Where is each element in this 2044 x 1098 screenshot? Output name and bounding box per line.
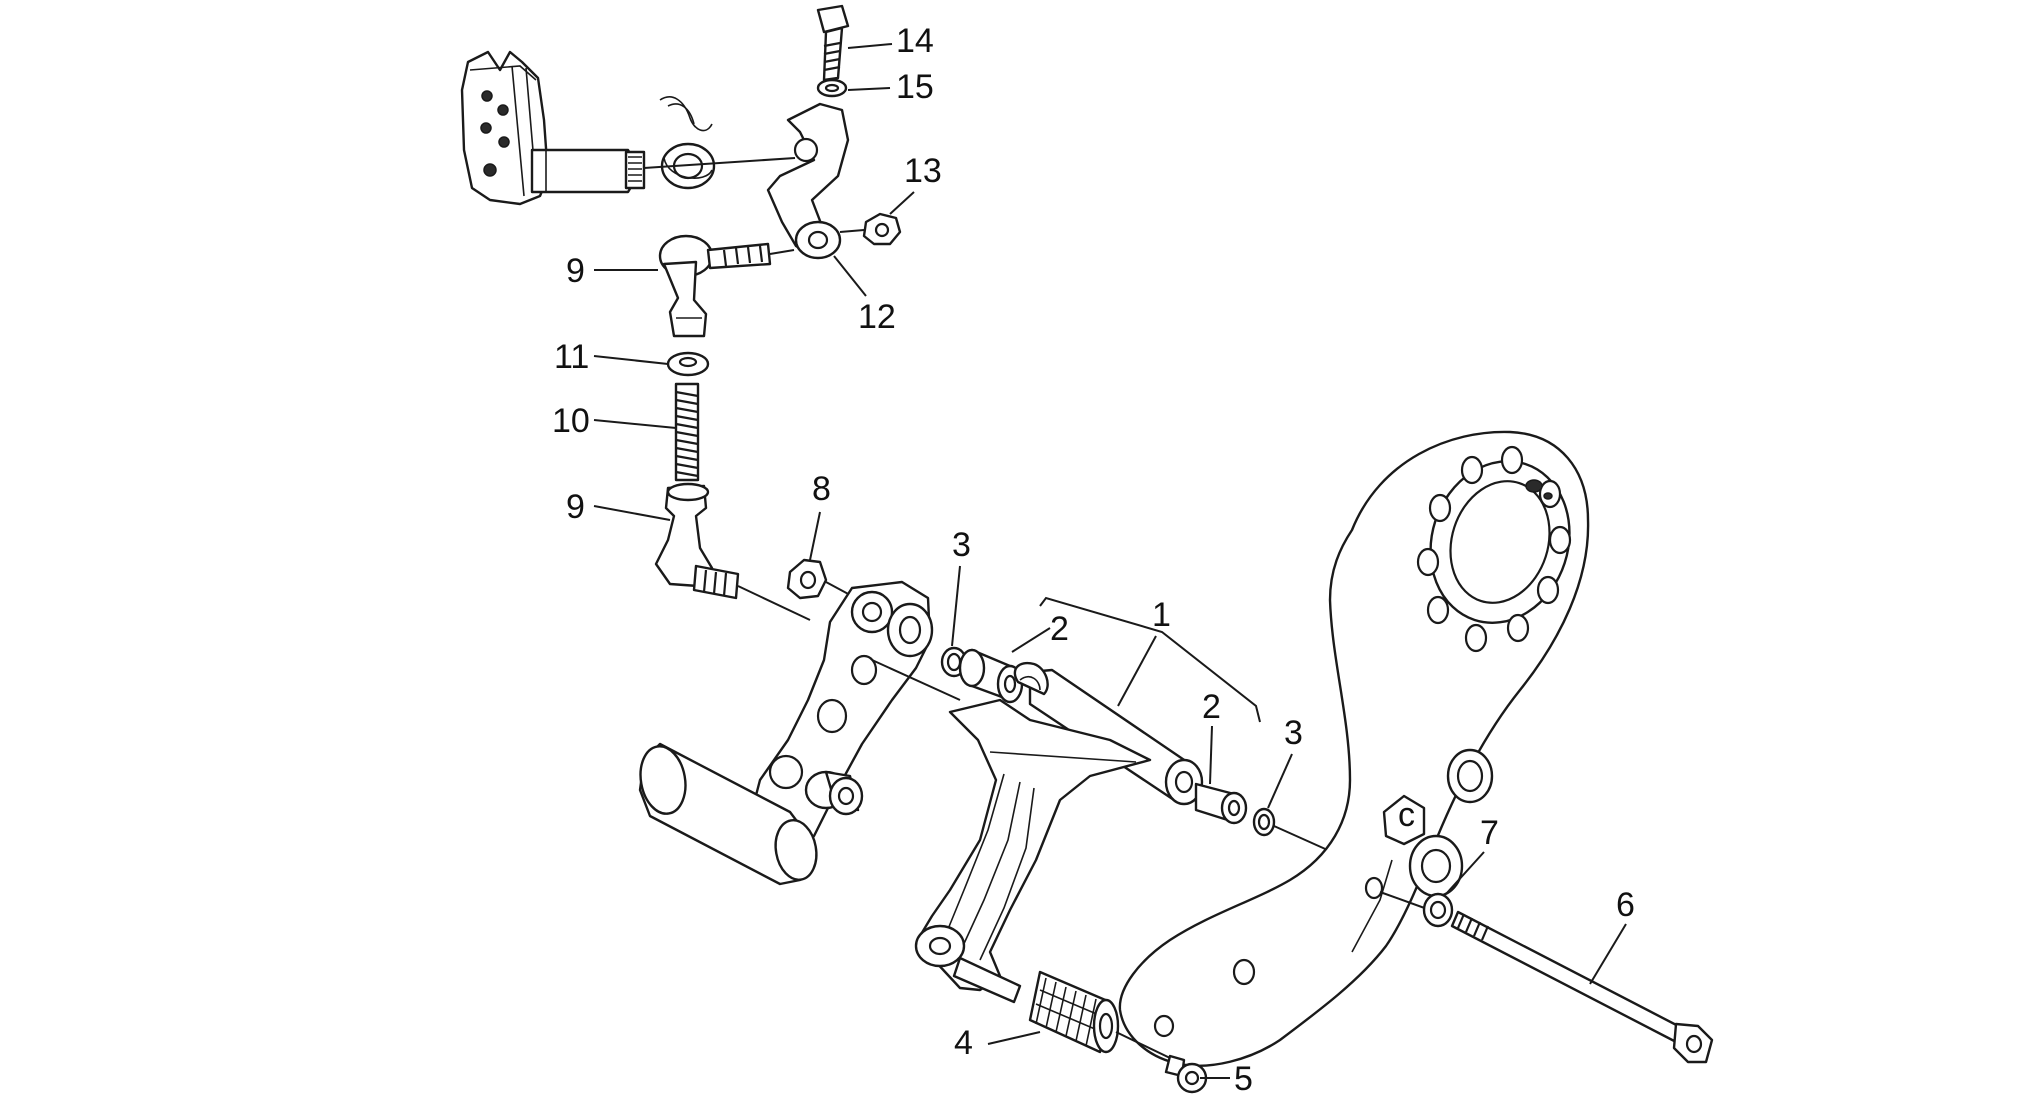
bolt-5 <box>1115 1031 1208 1094</box>
callout-2-left: 2 <box>1050 610 1069 648</box>
nut-11 <box>666 351 710 377</box>
nut-13 <box>839 212 902 246</box>
footrest-bracket: c <box>1118 430 1590 1067</box>
bolt-14 <box>816 4 850 82</box>
ball-joint-lower <box>654 482 811 621</box>
nut-8 <box>786 558 853 600</box>
callout-4: 4 <box>954 1024 973 1062</box>
callout-14: 14 <box>896 22 934 60</box>
callout-3-left: 3 <box>952 526 971 564</box>
spring-clip <box>659 96 716 190</box>
callout-5: 5 <box>1234 1060 1253 1098</box>
shift-lever-plate <box>746 580 934 858</box>
washer-15 <box>816 78 848 98</box>
callout-6: 6 <box>1616 886 1635 924</box>
callout-2-right: 2 <box>1202 688 1221 726</box>
callout-15: 15 <box>896 68 934 106</box>
ball-joint-upper <box>658 234 795 338</box>
gearbox-shift-shaft <box>460 50 646 206</box>
leader-lines <box>593 43 1627 1079</box>
bushing-2-right <box>1194 782 1248 825</box>
callout-8: 8 <box>812 470 831 508</box>
callout-12: 12 <box>858 298 896 336</box>
bushing-2-left <box>958 648 1024 704</box>
threaded-rod-10 <box>674 382 700 482</box>
gear-lever-main-1 <box>914 661 1204 1004</box>
group-bracket-1 <box>1039 596 1261 723</box>
footpeg-rubber-4 <box>1028 970 1120 1054</box>
callout-9-upper: 9 <box>566 252 585 290</box>
callout-1: 1 <box>1152 596 1171 634</box>
bolt-6 <box>1450 910 1714 1064</box>
callout-10: 10 <box>552 402 590 440</box>
callout-11: 11 <box>554 338 589 376</box>
footpeg-cylinder <box>638 742 818 886</box>
svg-text:c: c <box>1398 796 1415 834</box>
callout-9-lower: 9 <box>566 488 585 526</box>
callout-7: 7 <box>1480 814 1499 852</box>
callout-labels: 14 15 13 12 9 11 10 9 8 3 2 1 2 3 7 6 4 … <box>552 22 1635 1098</box>
callout-3-right: 3 <box>1284 714 1303 752</box>
washer-3-right <box>1252 807 1333 853</box>
gear-shift-arm <box>766 102 850 260</box>
washer-7 <box>1422 892 1454 928</box>
callout-13: 13 <box>904 152 942 190</box>
